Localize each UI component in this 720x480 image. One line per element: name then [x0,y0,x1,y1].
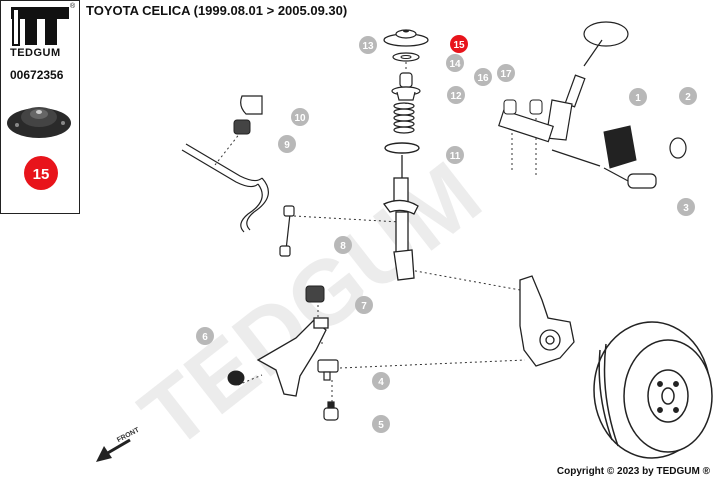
highlight-badge-number: 15 [33,166,50,183]
callout-17-label: 17 [500,69,512,80]
stabilizer-bracket [240,95,263,115]
svg-text:TEDGUM: TEDGUM [122,143,499,469]
callout-2-badge [679,87,697,105]
callout-3-label: 3 [683,203,689,214]
shock-absorber [382,155,419,281]
dust-cover [391,86,421,101]
callout-8-badge [334,236,352,254]
callout-13-label: 13 [362,41,374,52]
callout-14-badge [446,54,464,72]
callout-14-label: 14 [449,59,461,70]
stabilizer-bar [181,143,269,233]
strut-bearing [392,52,420,62]
callout-6-badge [196,327,214,345]
callout-4-badge [372,372,390,390]
highlight-badge: 15 [24,156,58,190]
callout-15-label: 15 [453,40,465,51]
callout-5-badge [372,415,390,433]
rear-bushing [305,285,325,303]
callout-7-label: 7 [361,301,367,312]
callout-11-badge [446,146,464,164]
callout-16-label: 16 [477,73,489,84]
bump-stop [399,72,413,88]
callout-10-label: 10 [294,113,306,124]
callout-4-label: 4 [378,377,384,388]
steering-boot [603,125,637,169]
control-arm [256,317,329,397]
strut-mount [383,29,429,47]
page-title: TOYOTA CELICA (1999.08.01 > 2005.09.30) [86,3,348,18]
callout-5-label: 5 [378,420,384,431]
callout-13-badge [359,36,377,54]
callout-9-label: 9 [284,140,290,151]
callout-12-badge [447,86,465,104]
callout-3-badge [677,198,695,216]
callout-9-badge [278,135,296,153]
registered-mark: ® [70,3,76,10]
rack-bushing-left [503,99,517,115]
brand-name: TEDGUM [10,47,61,59]
callout-1-badge [629,88,647,106]
front-arrow-icon [96,438,131,462]
ball-joint-boot [323,401,339,421]
callout-10-badge [291,108,309,126]
steering-knuckle [519,275,575,367]
stabilizer-bushing [233,119,251,135]
callout-1-label: 1 [635,93,641,104]
callout-12-label: 12 [450,91,462,102]
callout-15-badge [450,35,468,53]
arm-bushing [227,370,245,386]
coil-spring [393,102,415,134]
callout-8-label: 8 [340,241,346,252]
callout-7-badge [355,296,373,314]
part-number: 00672356 [10,68,64,82]
wheel [593,321,713,459]
callout-16-badge [474,68,492,86]
watermark: TEDGUM [122,143,499,469]
callout-17-badge [497,64,515,82]
product-thumbnail [7,107,71,138]
spring-seat [384,142,420,154]
ball-joint [317,359,339,381]
tie-rod-end [603,167,657,189]
copyright: Copyright © 2023 by TEDGUM ® [556,466,710,477]
product-sidebar: ® TEDGUM 00672356 15 [0,0,80,214]
steering-rack [498,21,629,167]
callout-11-label: 11 [450,151,461,162]
callout-2-label: 2 [685,92,691,103]
rack-bushing-right [529,99,543,115]
dust-cap [669,137,687,159]
tedgum-logo-icon [11,7,69,46]
callout-6-label: 6 [202,332,208,343]
stabilizer-link [279,205,295,257]
